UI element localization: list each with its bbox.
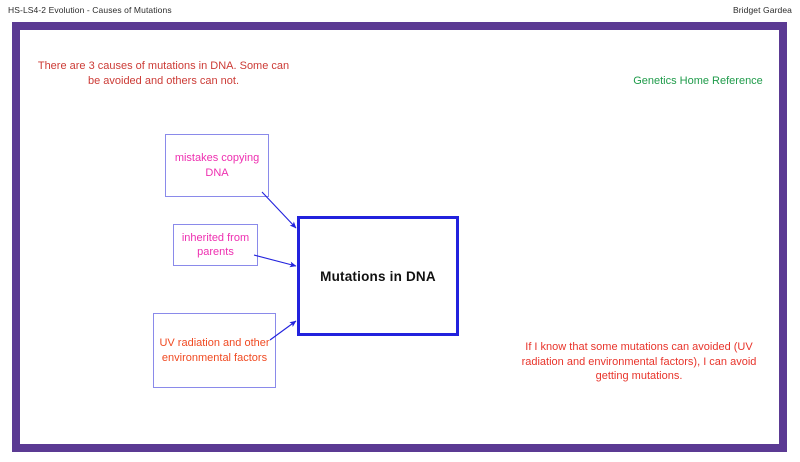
source-label: Genetics Home Reference <box>633 75 763 87</box>
arrow-mistakes-to-mutations <box>261 191 297 229</box>
main-box-mutations-in-dna[interactable]: Mutations in DNA <box>297 216 459 336</box>
author-name: Bridget Gardea <box>732 5 792 15</box>
cause-box-uv-radiation-environmental-factors[interactable]: UV radiation and other environmental fac… <box>153 313 276 388</box>
cause-box-label: UV radiation and other environmental fac… <box>159 337 270 364</box>
document-title: HS-LS4-2 Evolution - Causes of Mutations <box>8 5 172 15</box>
cause-box-label: mistakes copying DNA <box>174 152 260 179</box>
cause-box-label: inherited from parents <box>181 231 250 258</box>
cause-box-inherited-from-parents[interactable]: inherited from parents <box>173 224 258 266</box>
conclusion-text: If I know that some mutations can avoide… <box>521 341 757 383</box>
main-box-label: Mutations in DNA <box>320 268 436 284</box>
page-header: HS-LS4-2 Evolution - Causes of Mutations… <box>0 0 800 22</box>
arrow-inherited-to-mutations <box>253 254 297 268</box>
cause-box-mistakes-copying-dna[interactable]: mistakes copying DNA <box>165 134 269 197</box>
intro-text: There are 3 causes of mutations in DNA. … <box>37 60 290 87</box>
